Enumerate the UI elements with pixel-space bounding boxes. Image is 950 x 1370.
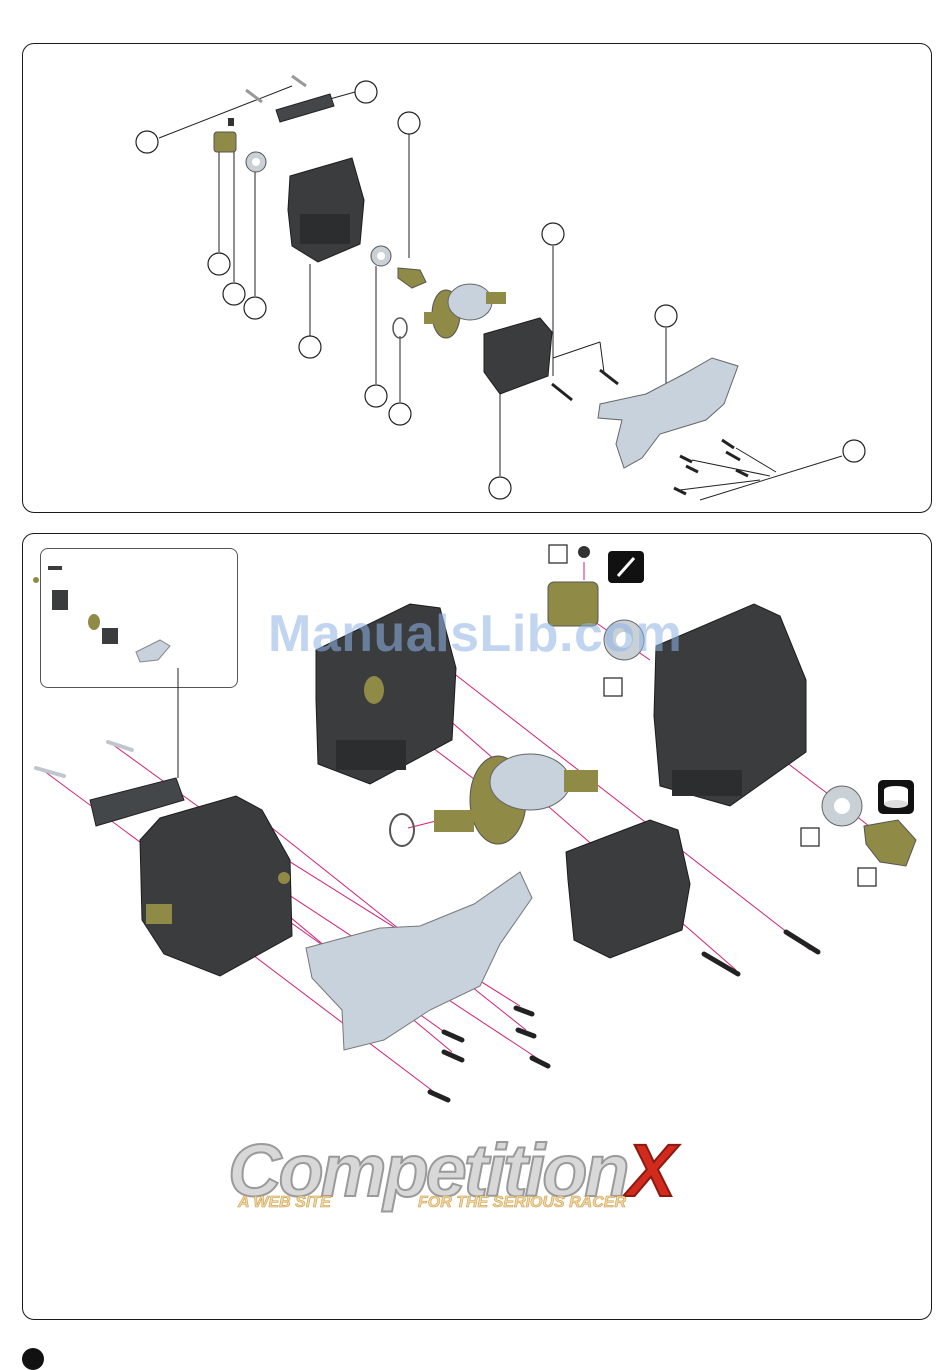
bottom-gearbox-half-part	[566, 820, 690, 958]
logo-x-text: X	[627, 1129, 673, 1212]
inset-miniature	[33, 566, 178, 778]
bottom-screws-long	[36, 742, 132, 776]
logo-tagline-right: FOR THE SERIOUS RACER	[418, 1194, 626, 1212]
watermark: ManualsLib.com	[268, 604, 682, 664]
bottom-o-ring-part	[390, 814, 414, 846]
bottom-diff-case-part	[490, 754, 570, 810]
grease-icon	[878, 780, 914, 814]
logo-tagline-left: A WEB SITE	[238, 1194, 331, 1212]
page-marker-dot	[22, 1348, 44, 1370]
bottom-left-gearbox-part	[140, 796, 292, 976]
bottom-pinion-part	[864, 820, 916, 866]
bottom-shock-tower-part	[306, 872, 532, 1050]
thread-lock-icon	[578, 546, 644, 583]
